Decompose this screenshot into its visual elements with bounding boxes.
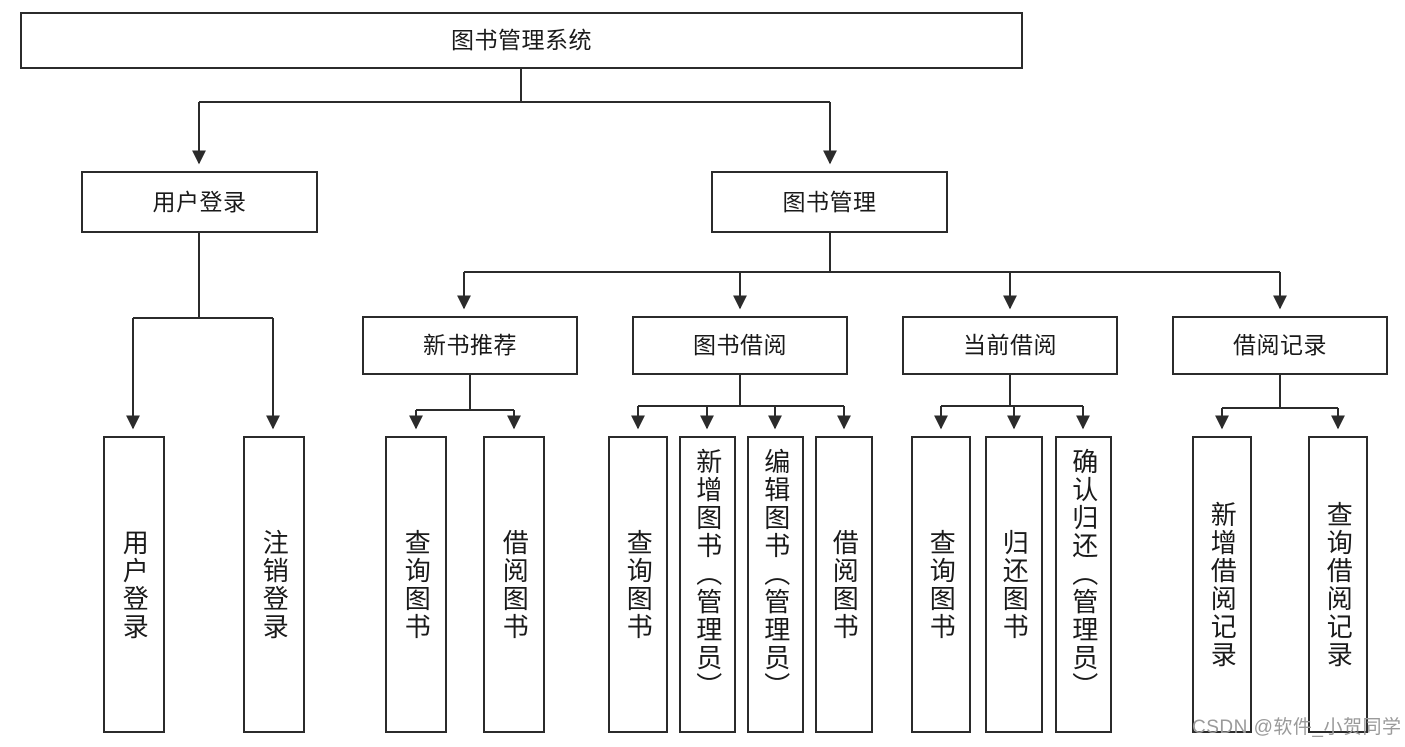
node-leaf-query-record[interactable]: 查询借阅记录 — [1308, 436, 1368, 733]
node-leaf-logout-label: 注销登录 — [259, 528, 290, 641]
node-leaf-query-record-label: 查询借阅记录 — [1323, 500, 1354, 669]
node-leaf-edit-book[interactable]: 编辑图书（管理员） — [747, 436, 804, 733]
node-book-manage-label: 图书管理 — [782, 188, 877, 215]
node-leaf-confirm-return-label: 确认归还（管理员） — [1068, 448, 1099, 700]
node-leaf-user-login-label: 用户登录 — [119, 528, 150, 641]
node-user-login[interactable]: 用户登录 — [81, 171, 318, 233]
node-leaf-add-book[interactable]: 新增图书（管理员） — [679, 436, 736, 733]
node-new-book-rec[interactable]: 新书推荐 — [362, 316, 578, 375]
node-borrow-record-label: 借阅记录 — [1233, 332, 1327, 359]
node-leaf-add-record[interactable]: 新增借阅记录 — [1192, 436, 1252, 733]
node-book-manage[interactable]: 图书管理 — [711, 171, 948, 233]
node-leaf-edit-book-label: 编辑图书（管理员） — [760, 448, 791, 700]
node-leaf-query-book-bb-label: 查询图书 — [623, 528, 654, 641]
node-leaf-borrow-book-bb-label: 借阅图书 — [829, 528, 860, 641]
node-root-label: 图书管理系统 — [451, 27, 592, 54]
node-current-borrow-label: 当前借阅 — [963, 332, 1057, 359]
node-leaf-query-book-bb[interactable]: 查询图书 — [608, 436, 668, 733]
node-user-login-label: 用户登录 — [152, 188, 247, 215]
node-leaf-query-book-rec-label: 查询图书 — [401, 528, 432, 641]
node-leaf-borrow-book-rec-label: 借阅图书 — [499, 528, 530, 641]
node-leaf-query-book-rec[interactable]: 查询图书 — [385, 436, 447, 733]
node-leaf-add-book-label: 新增图书（管理员） — [692, 448, 723, 700]
node-root[interactable]: 图书管理系统 — [20, 12, 1023, 69]
node-borrow-record[interactable]: 借阅记录 — [1172, 316, 1388, 375]
node-new-book-rec-label: 新书推荐 — [423, 332, 517, 359]
node-leaf-query-book-cb-label: 查询图书 — [926, 528, 957, 641]
node-leaf-logout[interactable]: 注销登录 — [243, 436, 305, 733]
node-leaf-add-record-label: 新增借阅记录 — [1207, 500, 1238, 669]
node-leaf-return-book[interactable]: 归还图书 — [985, 436, 1043, 733]
node-leaf-borrow-book-rec[interactable]: 借阅图书 — [483, 436, 545, 733]
node-leaf-borrow-book-bb[interactable]: 借阅图书 — [815, 436, 873, 733]
node-leaf-confirm-return[interactable]: 确认归还（管理员） — [1055, 436, 1112, 733]
node-book-borrow[interactable]: 图书借阅 — [632, 316, 848, 375]
node-leaf-user-login[interactable]: 用户登录 — [103, 436, 165, 733]
csdn-watermark: CSDN @软件_小贺同学 — [1192, 717, 1402, 738]
node-leaf-query-book-cb[interactable]: 查询图书 — [911, 436, 971, 733]
node-leaf-return-book-label: 归还图书 — [999, 528, 1030, 641]
node-current-borrow[interactable]: 当前借阅 — [902, 316, 1118, 375]
node-book-borrow-label: 图书借阅 — [693, 332, 787, 359]
